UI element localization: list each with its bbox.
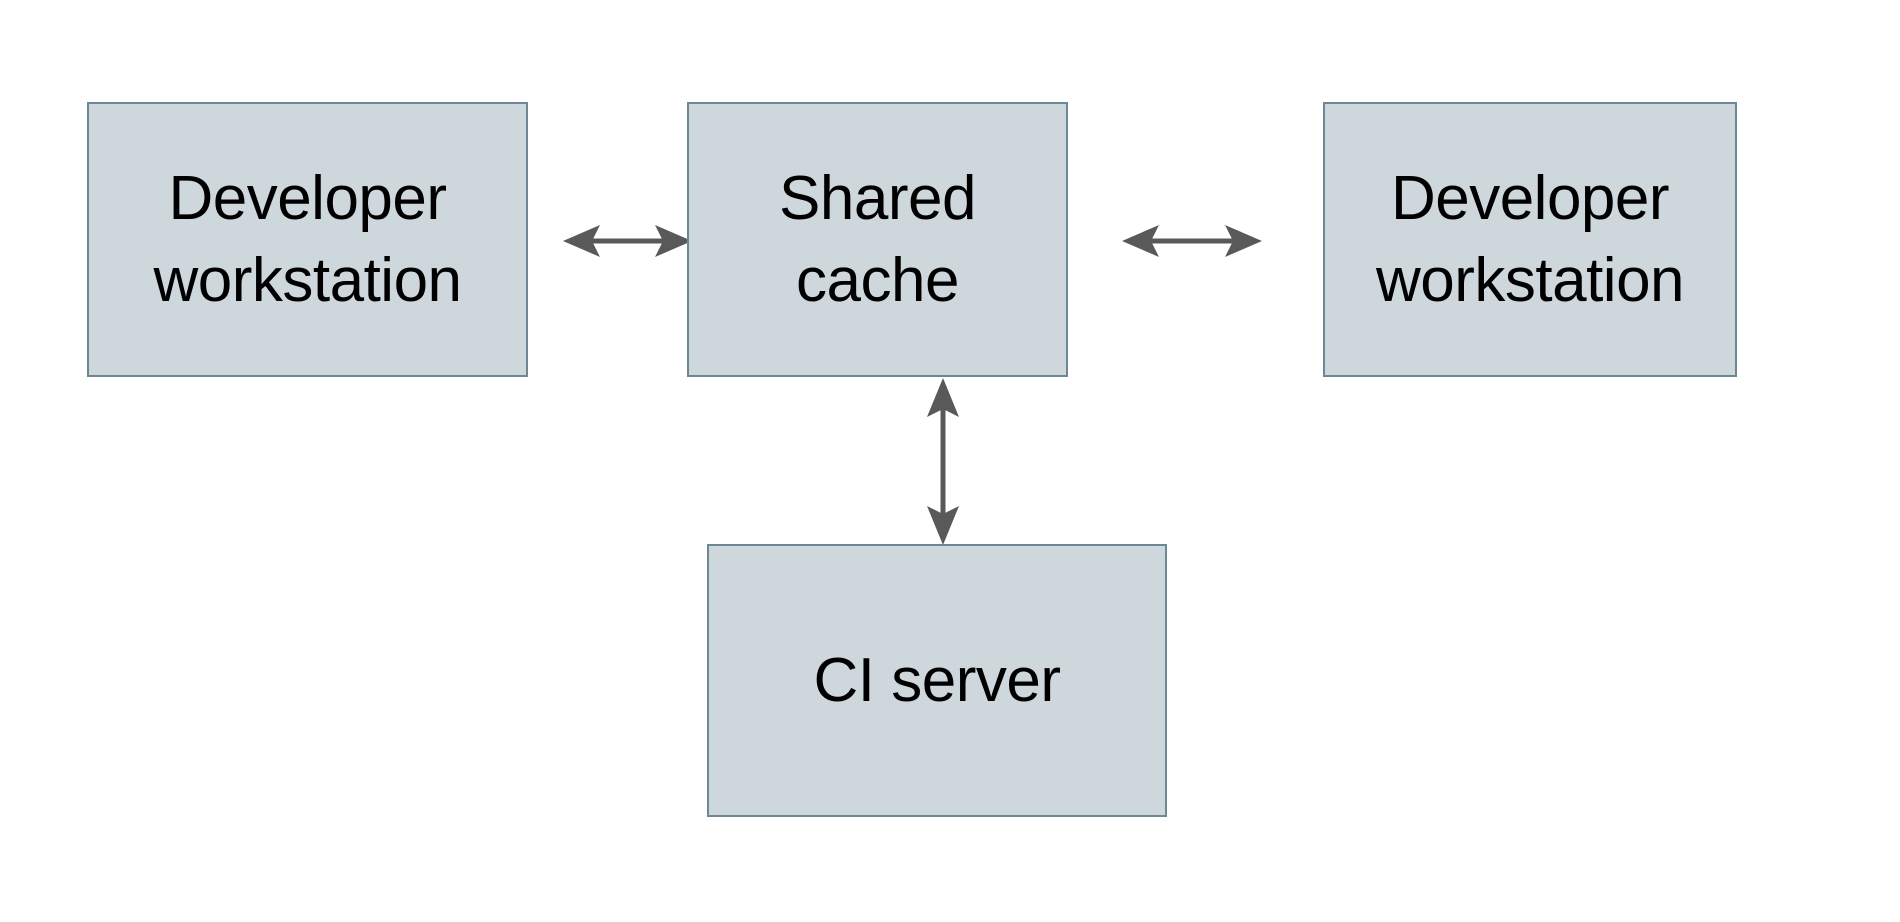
node-shared-cache[interactable]: Shared cache — [687, 102, 1068, 377]
connector-ci-server-to-shared-cache — [927, 378, 959, 545]
node-label-developer-workstation-left: Developer workstation — [153, 163, 462, 315]
connector-left-workstation-to-shared-cache — [563, 225, 692, 257]
node-label-developer-workstation-right: Developer workstation — [1375, 163, 1685, 315]
node-developer-workstation-left[interactable]: Developer workstation — [87, 102, 528, 377]
node-label-shared-cache: Shared cache — [779, 163, 976, 315]
node-ci-server[interactable]: CI server — [707, 544, 1167, 817]
connector-shared-cache-to-right-workstation — [1122, 225, 1262, 257]
node-label-ci-server: CI server — [813, 645, 1061, 715]
node-developer-workstation-right[interactable]: Developer workstation — [1323, 102, 1737, 377]
